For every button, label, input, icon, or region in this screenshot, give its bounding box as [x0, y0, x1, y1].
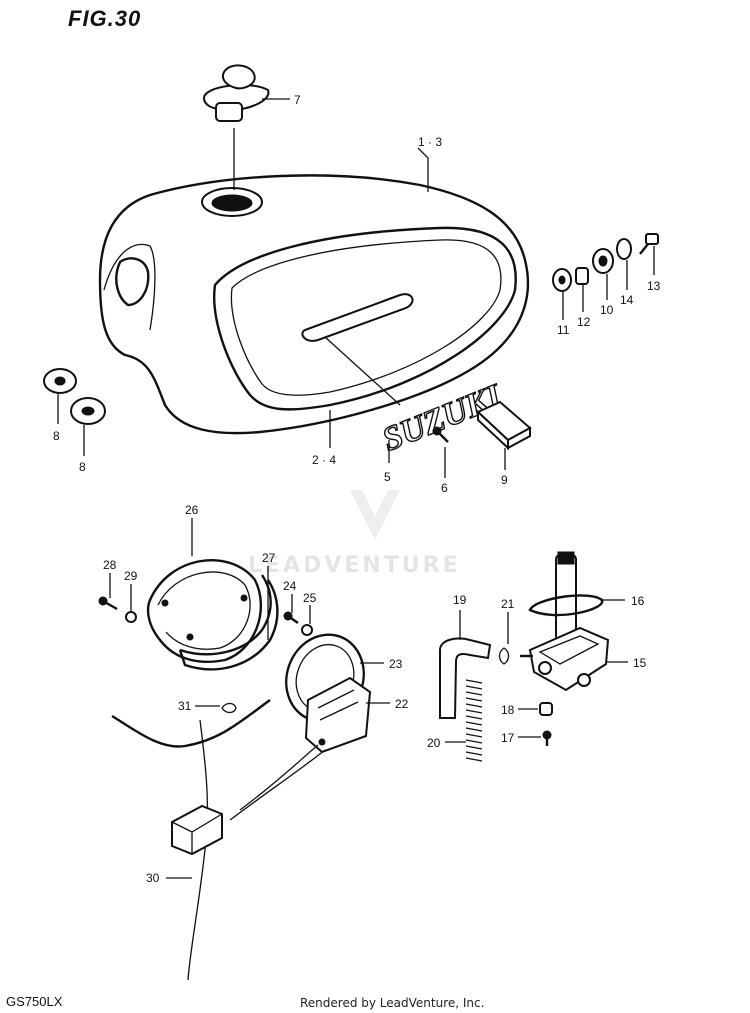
- callout-25[interactable]: 25: [303, 591, 317, 605]
- callout-23[interactable]: 23: [389, 657, 403, 671]
- fuel-gauge-screw-b[interactable]: [283, 611, 299, 624]
- rear-mount-washer[interactable]: [616, 238, 632, 260]
- tank-pad[interactable]: [476, 400, 532, 451]
- callout-8a[interactable]: 8: [53, 429, 60, 443]
- fuel-gauge-washer-a[interactable]: [125, 611, 137, 623]
- wire-connector[interactable]: [171, 804, 223, 856]
- tank-front-cutout: [115, 257, 150, 307]
- tank-stripe-outer: [213, 226, 517, 411]
- callout-9[interactable]: 9: [501, 473, 508, 487]
- callout-14[interactable]: 14: [620, 293, 634, 307]
- leader-lines: [57, 98, 655, 879]
- fuel-gauge-washer-b[interactable]: [301, 624, 313, 636]
- fuel-gauge-gasket[interactable]: [178, 574, 279, 671]
- model-code: GS750LX: [6, 994, 63, 1009]
- callout-18[interactable]: 18: [501, 703, 515, 717]
- callout-7[interactable]: 7: [294, 93, 301, 107]
- fuel-tank-outline: [98, 174, 530, 435]
- callout-21[interactable]: 21: [501, 597, 515, 611]
- callout-6[interactable]: 6: [441, 481, 448, 495]
- figure-title: FIG.30: [68, 6, 142, 31]
- watermark-logo: [350, 490, 400, 540]
- fuel-cap-neck: [215, 102, 243, 122]
- callout-17[interactable]: 17: [501, 731, 515, 745]
- callout-26[interactable]: 26: [185, 503, 199, 517]
- filler-neck-opening: [211, 194, 253, 212]
- hose-spring[interactable]: [465, 679, 483, 762]
- fuel-gauge-ring[interactable]: [146, 559, 263, 663]
- watermark-text: LEADVENTURE: [248, 553, 461, 578]
- callout-28[interactable]: 28: [103, 558, 117, 572]
- callout-11[interactable]: 11: [557, 323, 570, 337]
- rear-mount-collar[interactable]: [575, 267, 589, 285]
- footer-credit: Rendered by LeadVenture, Inc.: [300, 996, 485, 1010]
- rear-mount-cushion[interactable]: [552, 268, 572, 292]
- rear-mount-bolt[interactable]: [639, 233, 659, 255]
- fuel-gauge-sender[interactable]: [304, 676, 372, 754]
- callout-22[interactable]: 22: [395, 697, 409, 711]
- callout-2-4[interactable]: 2 · 4: [312, 453, 336, 467]
- callout-16[interactable]: 16: [631, 594, 645, 608]
- fuel-cock[interactable]: [520, 626, 610, 692]
- tank-damper-rear[interactable]: [70, 397, 106, 425]
- tank-damper-front[interactable]: [43, 368, 77, 394]
- callout-30[interactable]: 30: [146, 871, 160, 885]
- fuel-cock-washer[interactable]: [539, 702, 553, 716]
- callout-19[interactable]: 19: [453, 593, 467, 607]
- fuel-cap[interactable]: [202, 64, 270, 190]
- callout-12[interactable]: 12: [577, 315, 591, 329]
- tank-stripe-inner: [230, 239, 502, 396]
- wire-clamp[interactable]: [221, 702, 237, 714]
- knee-recess-left: [103, 243, 156, 331]
- callout-20[interactable]: 20: [427, 736, 441, 750]
- callout-13[interactable]: 13: [647, 279, 661, 293]
- fuel-gauge-screw-a[interactable]: [98, 596, 118, 611]
- leader-line: [324, 336, 401, 406]
- fuel-cap-lock: [222, 64, 256, 90]
- fuel-tank[interactable]: [98, 174, 530, 435]
- callout-31[interactable]: 31: [178, 699, 192, 713]
- callout-24[interactable]: 24: [283, 579, 297, 593]
- emblem-screw[interactable]: [432, 426, 449, 443]
- rear-mount-nut[interactable]: [592, 248, 614, 274]
- callout-15[interactable]: 15: [633, 656, 647, 670]
- tank-badge-emblem: [301, 293, 414, 342]
- callout-29[interactable]: 29: [124, 569, 138, 583]
- callout-27[interactable]: 27: [262, 551, 276, 565]
- fuel-hose[interactable]: [439, 637, 492, 719]
- callout-5[interactable]: 5: [384, 470, 391, 484]
- callout-labels: 7 1 · 3 2 · 4 5 6 8 8 9 10 11 12 13 14 1…: [53, 93, 661, 885]
- hose-clip[interactable]: [498, 647, 510, 665]
- callout-10[interactable]: 10: [600, 303, 614, 317]
- callout-8b[interactable]: 8: [79, 460, 86, 474]
- callout-1-3[interactable]: 1 · 3: [418, 135, 442, 149]
- fuel-cock-screw[interactable]: [542, 730, 552, 746]
